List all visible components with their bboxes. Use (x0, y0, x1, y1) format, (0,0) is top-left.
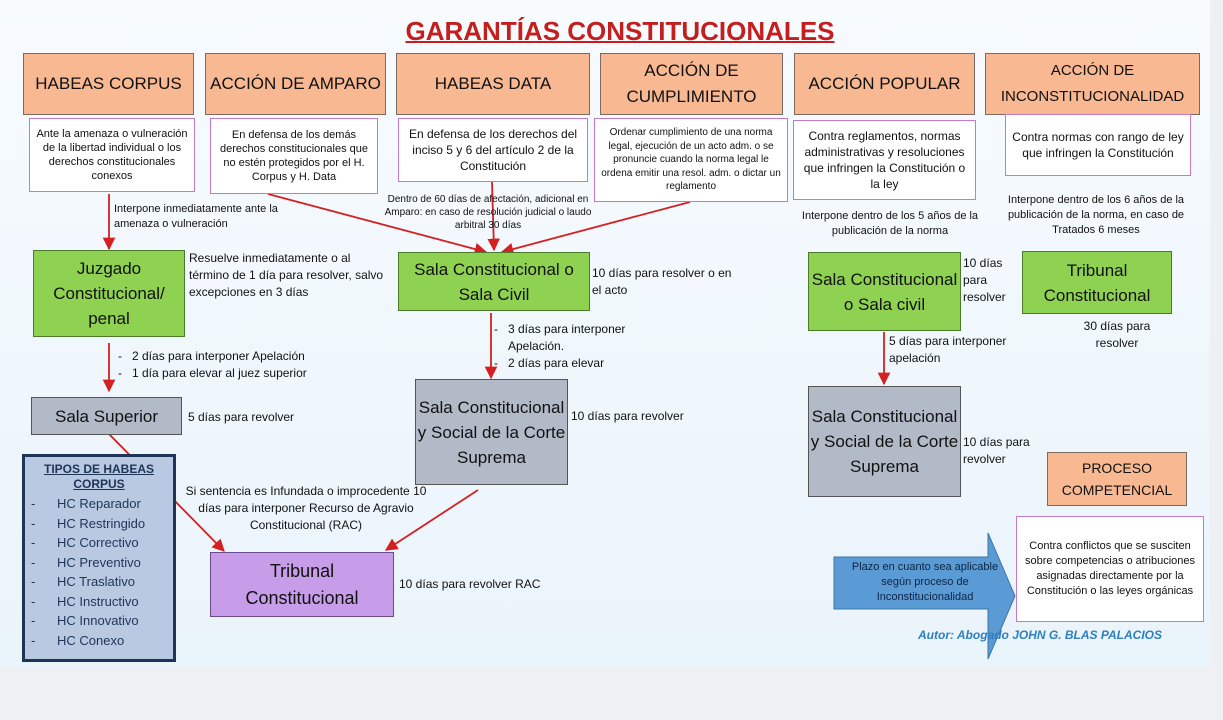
note-hc-apelacion-1: 2 días para interponer Apelación (118, 348, 358, 365)
note-sala-superior-plazo: 5 días para revolver (188, 410, 295, 424)
header-accion-cumplimiento: ACCIÓN DE CUMPLIMIENTO (600, 53, 783, 115)
note-tribunal-incons-resolver: 30 días para resolver (1083, 319, 1151, 350)
box-sala-superior: Sala Superior (31, 397, 182, 435)
box-tribunal-constitucional-right: Tribunal Constitucional (1022, 251, 1172, 314)
note-sala-apelacion: 3 días para interponer Apelación. 2 días… (494, 321, 654, 372)
header-habeas-corpus: HABEAS CORPUS (23, 53, 194, 115)
note-popular-plazo: Interpone dentro de los 5 años de la pub… (801, 210, 979, 237)
note-hc-apelacion-2: 1 día para elevar al juez superior (118, 365, 358, 382)
box-tribunal-constitucional-bottom: Tribunal Constitucional (210, 552, 394, 617)
tipos-item: HC Innovativo (31, 611, 167, 631)
author-credit: Autor: Abogado JOHN G. BLAS PALACIOS (918, 628, 1162, 642)
tipos-item: HC Traslativo (31, 572, 167, 592)
tipos-item: HC Preventivo (31, 553, 167, 573)
desc-accion-popular: Contra reglamentos, normas administrativ… (793, 120, 976, 200)
note-hc-apelacion: 2 días para interponer Apelación 1 día p… (118, 348, 358, 382)
desc-accion-amparo: En defensa de los demás derechos constit… (210, 118, 378, 194)
box-corte-suprema: Sala Constitucional y Social de la Corte… (415, 379, 568, 485)
note-amparo-plazo: Dentro de 60 días de afectación, adicion… (384, 194, 592, 231)
tipos-item: HC Conexo (31, 631, 167, 651)
box-sala-constitucional-civil: Sala Constitucional o Sala Civil (398, 252, 590, 311)
desc-habeas-data: En defensa de los derechos del inciso 5 … (398, 118, 588, 182)
note-hc-interpone: Interpone inmediatamente ante la amenaza… (114, 203, 278, 230)
desc-proceso-competencial: Contra conflictos que se susciten sobre … (1016, 516, 1204, 622)
note-tribunal-rac: 10 días para revolver RAC (399, 577, 541, 591)
note-corte-suprema-plazo: 10 días para revolver (571, 409, 684, 423)
tipos-heading: TIPOS DE HABEAS CORPUS (43, 462, 154, 491)
box-popular-corte-suprema: Sala Constitucional y Social de la Corte… (808, 386, 961, 497)
header-accion-popular: ACCIÓN POPULAR (794, 53, 975, 115)
note-popular-sala-resolver: 10 días para resolver (963, 256, 1006, 304)
tipos-habeas-corpus-panel: TIPOS DE HABEAS CORPUS HC Reparador HC R… (22, 454, 176, 662)
note-rac: Si sentencia es Infundada o improcedente… (185, 484, 427, 532)
box-juzgado-constitucional: Juzgado Constitucional/ penal (33, 250, 185, 337)
note-popular-apelacion: 5 días para interponer apelación (889, 334, 1007, 365)
diagram-sheet: GARANTÍAS CONSTITUCIONALES HABEAS CORPUS… (0, 0, 1210, 668)
tipos-item: HC Restringido (31, 514, 167, 534)
tipos-item: HC Correctivo (31, 533, 167, 553)
tipos-item: HC Instructivo (31, 592, 167, 612)
header-accion-inconstitucionalidad: ACCIÓN DE INCONSTITUCIONALIDAD (985, 53, 1200, 115)
desc-accion-cumplimiento: Ordenar cumplimiento de una norma legal,… (594, 118, 788, 202)
competencial-arrow-text: Plazo en cuanto sea aplicable según proc… (851, 561, 999, 603)
note-popular-corte-plazo: 10 días para revolver (963, 435, 1030, 466)
header-proceso-competencial: PROCESO COMPETENCIAL (1047, 452, 1187, 506)
page-title: GARANTÍAS CONSTITUCIONALES (405, 16, 835, 46)
desc-accion-inconstitucionalidad: Contra normas con rango de ley que infri… (1005, 114, 1191, 176)
header-habeas-data: HABEAS DATA (396, 53, 590, 115)
note-sala-apelacion-2: 2 días para elevar (494, 355, 654, 372)
tipos-item: HC Reparador (31, 494, 167, 514)
desc-habeas-corpus: Ante la amenaza o vulneración de la libe… (29, 118, 195, 192)
note-incons-plazo: Interpone dentro de los 6 años de la pub… (1007, 194, 1185, 236)
box-popular-sala: Sala Constitucional o Sala civil (808, 252, 961, 331)
note-sala-const-resolver: 10 días para resolver o en el acto (592, 266, 732, 297)
note-juzgado-resuelve: Resuelve inmediatamente o al término de … (189, 251, 384, 299)
note-sala-apelacion-1: 3 días para interponer Apelación. (494, 321, 654, 355)
header-accion-amparo: ACCIÓN DE AMPARO (205, 53, 386, 115)
